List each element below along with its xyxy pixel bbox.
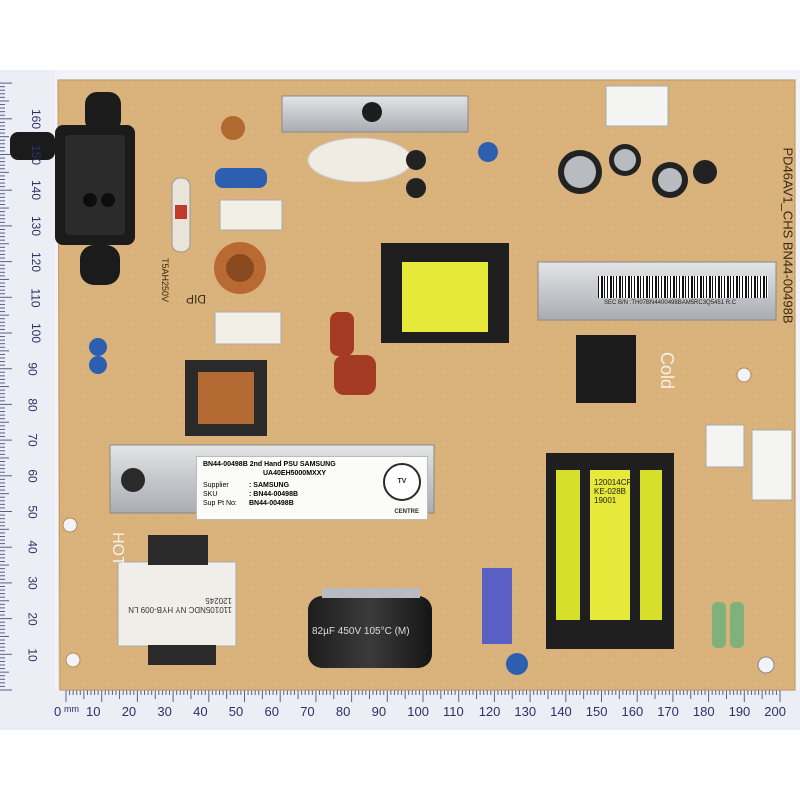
resistor xyxy=(712,602,726,648)
supplier-key: Supplier xyxy=(203,482,229,489)
ruler-label: 110 xyxy=(443,704,464,719)
ruler-label: 100 xyxy=(407,704,429,719)
board-model-silk: PD46AV1_CHS BN44-00498B xyxy=(780,147,796,324)
varistor xyxy=(334,355,376,395)
ceramic-capacitor xyxy=(478,142,498,162)
ruler-label: 10 xyxy=(86,704,101,719)
ruler-label: 150 xyxy=(585,704,608,719)
ruler-label: 110 xyxy=(28,287,43,308)
ruler-label: 160 xyxy=(621,704,644,719)
ruler-label: 120 xyxy=(478,704,501,719)
ac-inlet-connector xyxy=(10,92,135,285)
electrolytic-capacitors xyxy=(406,144,717,198)
ruler-label: 190 xyxy=(728,704,751,719)
x-capacitor xyxy=(482,568,512,644)
ruler-label: 180 xyxy=(692,704,715,719)
tv-centre-logo: TV xyxy=(383,463,421,501)
mounting-hole xyxy=(65,652,81,668)
varistor xyxy=(330,312,354,356)
left-ruler xyxy=(0,70,55,730)
ruler-label: 100 xyxy=(29,323,44,344)
ruler-label: 150 xyxy=(29,144,44,165)
bottom-ruler xyxy=(0,690,800,730)
inductor-toroid xyxy=(214,116,413,294)
mounting-hole xyxy=(62,517,78,533)
ruler-label: 70 xyxy=(25,433,40,447)
resistor xyxy=(730,602,744,648)
film-capacitor xyxy=(219,199,283,231)
y-capacitor xyxy=(215,168,267,188)
ruler-label: 80 xyxy=(25,397,40,412)
ruler-label: 90 xyxy=(371,704,387,719)
output-connector-top xyxy=(605,85,669,127)
hot-label: HOT xyxy=(108,532,126,566)
dip-label: DIP xyxy=(186,292,207,306)
ceramic-capacitor xyxy=(89,356,107,374)
ceramic-capacitor xyxy=(506,653,528,675)
ruler-label: 80 xyxy=(335,704,351,719)
ruler-label: 10 xyxy=(25,647,40,662)
mounting-hole xyxy=(736,367,752,383)
sku-key: SKU xyxy=(203,491,218,498)
ruler-label: 170 xyxy=(657,704,679,719)
output-connector-right xyxy=(751,429,793,501)
sticker-title: BN44-00498B 2nd Hand PSU SAMSUNG xyxy=(203,461,336,468)
sup-part-value: BN44-00498B xyxy=(249,500,294,507)
ruler-label: 0 xyxy=(54,704,62,719)
ruler-label: 90 xyxy=(25,362,40,376)
transformer-standby xyxy=(117,561,237,647)
supplier-value: : SAMSUNG xyxy=(249,482,290,489)
serial-number: SEC B/N :TH07BN4400498BAM5RC3Q5451 R.C xyxy=(604,300,737,306)
serial-barcode xyxy=(598,276,768,298)
sticker-subtitle: UA40EH5000MXXY xyxy=(263,470,327,477)
film-capacitor xyxy=(214,311,282,345)
standby-transformer-label: 110105NDC NY HYB-009 LN 120245 xyxy=(128,596,232,614)
ruler-label: 30 xyxy=(157,704,172,719)
ruler-label: 40 xyxy=(25,540,40,555)
ruler-label: 30 xyxy=(25,576,40,590)
ruler-label: 70 xyxy=(300,704,315,719)
bulk-capacitor xyxy=(308,596,432,668)
ruler-label: 50 xyxy=(228,704,244,719)
ruler-label: 140 xyxy=(29,180,44,201)
ruler-label: 50 xyxy=(25,505,40,519)
sup-part-key: Sup Pt No: xyxy=(203,500,237,507)
ic-label xyxy=(705,424,745,468)
ruler-label: 20 xyxy=(25,612,40,626)
ruler-label: 40 xyxy=(193,704,208,719)
bulk-cap-label: 82µF 450V 105°C (M) xyxy=(312,626,410,637)
relay-block xyxy=(576,335,636,403)
ruler-label: 60 xyxy=(264,704,279,719)
supplier-sticker: BN44-00498B 2nd Hand PSU SAMSUNG UA40EH5… xyxy=(196,456,428,520)
ruler-label: 20 xyxy=(121,704,137,719)
fuse-label: T5AH250V xyxy=(160,258,170,303)
sku-value: : BN44-00498B xyxy=(249,491,299,498)
ruler-label: 120 xyxy=(29,251,44,272)
ruler-tick-marks xyxy=(0,82,781,702)
ruler-label: 140 xyxy=(550,704,572,719)
mounting-hole xyxy=(757,656,775,674)
ruler-label: mm xyxy=(64,704,79,714)
ruler-label: 60 xyxy=(25,469,40,483)
cold-label: Cold xyxy=(657,351,678,390)
output-transformer-label: 120014CPU KE-028B 19001 xyxy=(594,478,638,505)
ruler-label: 160 xyxy=(29,108,44,130)
tv-centre-caption: CENTRE xyxy=(394,509,419,515)
ruler-label: 200 xyxy=(764,704,786,719)
ruler-label: 130 xyxy=(514,704,537,719)
ruler-label: 130 xyxy=(29,216,44,237)
ceramic-capacitor xyxy=(89,338,107,356)
